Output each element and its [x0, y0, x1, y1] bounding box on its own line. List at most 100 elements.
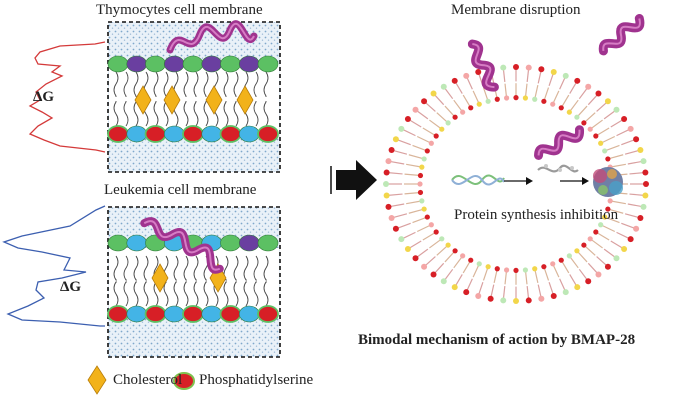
lipid-tail: [253, 255, 259, 282]
lipid-tail: [600, 224, 616, 233]
lipid-head: [538, 66, 545, 73]
lipid-tail: [113, 71, 119, 97]
lipid-head: [574, 114, 580, 120]
lipid-head: [126, 305, 148, 323]
lipid-tail: [153, 280, 159, 307]
peptide-helix-right: [598, 13, 645, 56]
lipid-head: [460, 109, 466, 115]
lipid-tail: [253, 280, 259, 307]
lipid-head: [574, 248, 580, 254]
phosphatidylserine-head: [144, 125, 167, 143]
lipid-tails: [113, 255, 269, 307]
lipid-head: [417, 189, 424, 196]
lipid-head: [566, 253, 572, 259]
lipid-head: [404, 246, 411, 253]
lipid-head: [487, 295, 494, 302]
lipid-tail: [253, 71, 259, 97]
lipid-head: [392, 225, 399, 232]
lipid-tail: [406, 200, 422, 205]
lipid-head: [475, 292, 482, 299]
lipid-tail: [406, 163, 422, 168]
lipid-head: [433, 229, 439, 235]
energy-profile-bottom: [2, 205, 106, 327]
phosphatidylserine-head: [144, 305, 167, 323]
lipid-head: [404, 115, 411, 122]
lipid-tail: [412, 216, 428, 224]
lipid-tail: [233, 280, 239, 307]
lipid-head: [633, 225, 640, 232]
phosphatidylserine-head: [107, 305, 129, 323]
lipid-head: [627, 125, 634, 132]
lipid-tail: [233, 101, 239, 127]
lipid-head: [126, 55, 148, 73]
lipid-head: [595, 271, 602, 278]
lipid-head: [412, 255, 419, 262]
lipid-head: [238, 125, 260, 143]
lipid-head: [451, 77, 458, 84]
upper-leaflet-heads: [107, 55, 279, 73]
lipid-head: [430, 271, 437, 278]
lipid-tail: [113, 101, 119, 127]
lipid-head: [532, 266, 538, 272]
lipid-head: [585, 83, 592, 90]
lipid-tail: [263, 280, 269, 307]
lipid-tail: [604, 216, 620, 224]
lipid-head: [220, 55, 241, 73]
lipid-tail: [193, 71, 199, 97]
lipid-head: [452, 248, 458, 254]
lipid-head: [605, 156, 611, 162]
lipid-head: [525, 297, 532, 304]
lipid-head: [419, 198, 425, 204]
lipid-tail: [113, 255, 119, 282]
lipid-head: [602, 214, 608, 220]
peptide-helix: [166, 20, 258, 54]
lipid-head: [621, 246, 628, 253]
cholesterol-group: [134, 85, 254, 115]
lipid-head: [468, 257, 474, 263]
lipid-head: [388, 147, 395, 154]
lipid-head: [541, 98, 547, 104]
lipid-head: [500, 297, 507, 304]
lipid-head: [433, 133, 439, 139]
lipid-head: [558, 105, 564, 111]
lipid-tail: [223, 101, 229, 127]
lipid-head: [640, 203, 647, 210]
lipid-tail: [113, 280, 119, 307]
lipid-head: [476, 261, 482, 267]
lipid-head: [417, 181, 423, 187]
lipid-head: [593, 133, 599, 139]
lipid-tail: [408, 208, 425, 214]
lipid-head: [417, 172, 424, 179]
lipid-head: [421, 98, 428, 105]
lipid-tail: [416, 135, 432, 144]
lipid-head: [257, 234, 279, 252]
lipid-tail: [233, 255, 239, 282]
lipid-head: [460, 253, 466, 259]
lower-leaflet-heads: [107, 305, 279, 323]
lipid-head: [538, 295, 545, 302]
phosphatidylserine-head: [107, 125, 129, 143]
lipid-head: [602, 148, 608, 154]
lipid-head: [238, 305, 260, 323]
lipid-tail: [183, 280, 189, 307]
lipid-head: [604, 263, 611, 270]
peptide-helix-left: [467, 39, 499, 92]
phosphatidylserine-head: [257, 305, 279, 323]
lipid-head: [439, 126, 445, 132]
lipid-head: [642, 169, 649, 176]
lipid-tail: [193, 101, 199, 127]
lipid-head: [525, 64, 532, 71]
lipid-tail: [600, 135, 616, 144]
lipid-tail: [133, 71, 139, 97]
lipid-tails: [113, 71, 269, 127]
lipid-head: [419, 164, 425, 170]
lipid-head: [383, 169, 390, 176]
lipid-head: [421, 206, 427, 212]
bottom-membrane-panel: [107, 206, 281, 358]
lipid-head: [522, 95, 529, 101]
energy-label-top: ΔG: [33, 89, 55, 105]
lipid-head: [392, 136, 399, 143]
lipid-tail: [163, 101, 169, 127]
lipid-tail: [416, 224, 432, 233]
lipid-head: [637, 214, 644, 221]
